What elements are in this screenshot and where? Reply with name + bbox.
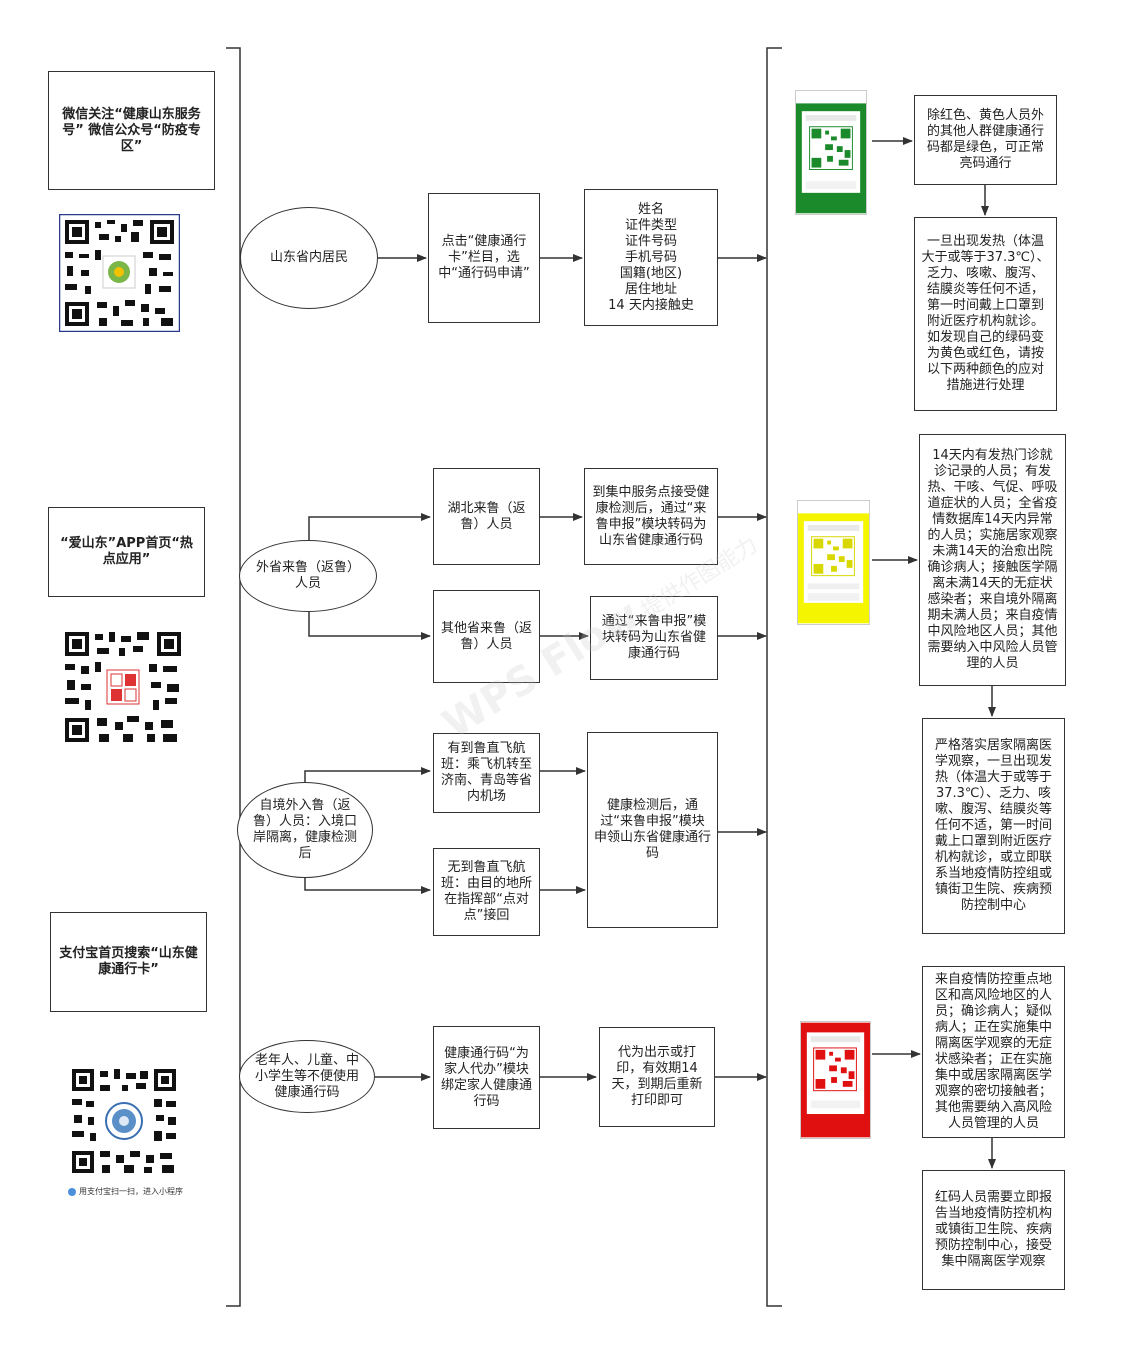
yellow-instruction: 严格落实居家隔离医学观察，一旦出现发热（体温大于或等于37.3℃）、乏力、咳嗽、…	[922, 718, 1065, 934]
step-print: 代为出示或打印，有效期14天，到期后重新打印即可	[599, 1027, 715, 1127]
step-fill-info: 姓名 证件类型 证件号码 手机号码 国籍(地区) 居住地址 14 天内接触史	[584, 189, 718, 326]
step-overseas: 健康检测后，通过“来鲁申报”模块申领山东省健康通行码	[587, 732, 718, 928]
left-bracket	[226, 47, 241, 1307]
green-code-phone	[795, 90, 867, 215]
sub-other-province: 其他省来鲁（返鲁）人员	[433, 590, 540, 683]
yellow-description: 14天内有发热门诊就诊记录的人员；有发热、干咳、气促、呼吸道症状的人员；全省疫情…	[919, 434, 1066, 686]
group-other-province: 外省来鲁（返鲁）人员	[239, 540, 377, 612]
red-instruction: 红码人员需要立即报告当地疫情防控机构或镇街卫生院、疾病预防控制中心，接受集中隔离…	[922, 1170, 1065, 1290]
wechat-qr-code	[59, 214, 180, 332]
group-elderly-children: 老年人、儿童、中小学生等不便使用健康通行码	[239, 1040, 375, 1113]
green-instruction: 一旦出现发热（体温大于或等于37.3℃）、乏力、咳嗽、腹泻、结膜炎等任何不适，第…	[914, 217, 1057, 411]
sub-hubei: 湖北来鲁（返鲁）人员	[433, 468, 540, 565]
group-shandong-residents: 山东省内居民	[240, 207, 378, 309]
yellow-code-phone	[797, 500, 870, 625]
step-hubei: 到集中服务点接受健康检测后，通过“来鲁申报”模块转码为山东省健康通行码	[584, 468, 718, 565]
step-other-province: 通过“来鲁申报”模块转码为山东省健康通行码	[590, 596, 718, 680]
group-overseas: 自境外入鲁（返鲁）人员：入境口岸隔离，健康检测后	[237, 782, 373, 878]
sub-no-direct-flight: 无到鲁直飞航班：由目的地所在指挥部“点对点”接回	[433, 848, 540, 936]
step-click-health-card: 点击“健康通行卡”栏目，选中“通行码申请”	[428, 193, 540, 323]
red-description: 来自疫情防控重点地区和高风险地区的人员；确诊病人；疑似病人；正在实施集中隔离医学…	[922, 966, 1065, 1138]
app-qr-code	[63, 630, 183, 744]
alipay-qr-code	[70, 1067, 178, 1175]
alipay-caption: 用支付宝扫一扫，进入小程序	[68, 1186, 183, 1197]
step-family-proxy: 健康通行码“为家人代办”模块绑定家人健康通行码	[433, 1026, 540, 1129]
right-bracket	[766, 47, 782, 1307]
app-source-label: “爱山东”APP首页“热点应用”	[48, 507, 205, 597]
wechat-source-label: 微信关注“健康山东服务号” 微信公众号“防疫专区”	[48, 71, 215, 190]
alipay-icon	[68, 1187, 76, 1196]
alipay-caption-text: 用支付宝扫一扫，进入小程序	[79, 1187, 183, 1196]
green-description: 除红色、黄色人员外的其他人群健康通行码都是绿色，可正常亮码通行	[914, 95, 1057, 185]
alipay-source-label: 支付宝首页搜索“山东健康通行卡”	[50, 912, 207, 1012]
red-code-phone	[800, 1021, 871, 1139]
sub-direct-flight: 有到鲁直飞航班：乘飞机转至济南、青岛等省内机场	[433, 733, 540, 813]
